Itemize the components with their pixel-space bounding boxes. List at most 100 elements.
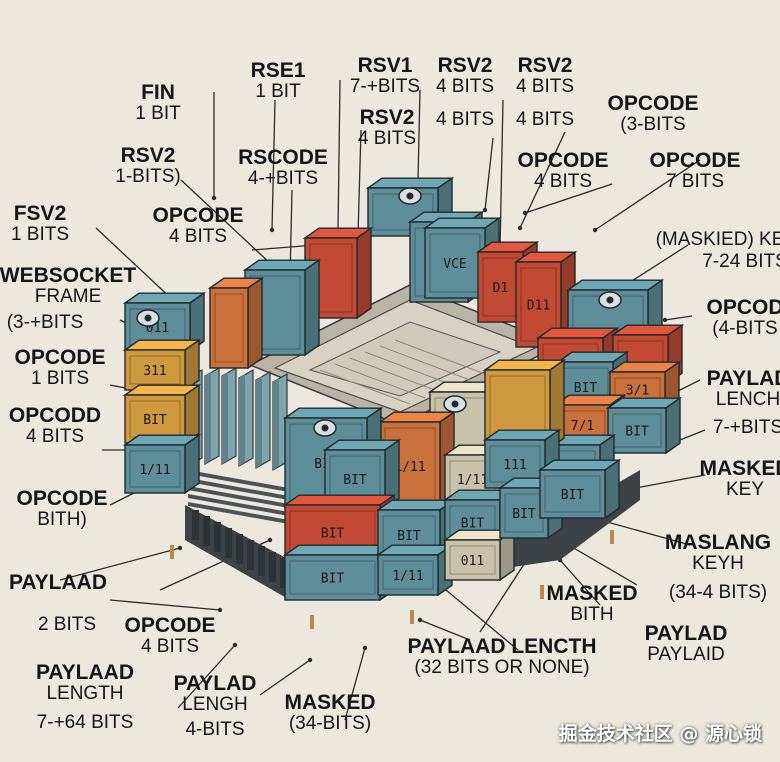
field-size: 4 BITS <box>436 77 494 97</box>
leader-line <box>260 660 310 695</box>
field-name: RSV1 <box>350 55 420 77</box>
block-label: 3/1 <box>626 384 649 399</box>
block-label: 1/11 <box>392 569 423 584</box>
base-pin <box>170 545 174 559</box>
base-tooth <box>258 546 265 576</box>
field-size: 1 BITS <box>14 369 105 389</box>
field-name: OPCODE <box>16 488 107 510</box>
field-label: OPCODE4 BITS <box>152 205 243 247</box>
base-tooth <box>192 510 199 540</box>
field-size: (3-+BITS <box>7 313 84 333</box>
block-label: BIT <box>574 381 598 396</box>
frame-block <box>210 278 262 368</box>
block-side <box>666 398 680 453</box>
block-label: BIT <box>561 488 585 503</box>
field-size: 4 BITS <box>516 77 574 97</box>
leader-dot <box>218 608 222 612</box>
block-front <box>210 288 248 368</box>
field-label: (MASKIED) KE <box>656 230 780 250</box>
field-label: FIN1 BIT <box>135 82 180 124</box>
field-size: KEYH <box>665 554 771 574</box>
field-size: 1 BIT <box>135 104 180 124</box>
field-name: FSV2 <box>11 203 69 225</box>
leader-dot <box>233 643 237 647</box>
block-label: 7/1 <box>571 419 594 434</box>
field-size: 7-+64 BITS <box>37 713 134 733</box>
block-knob-center <box>452 401 459 408</box>
block-label: D11 <box>527 299 550 314</box>
base-tooth <box>225 528 232 558</box>
block-label: 311 <box>143 364 166 379</box>
field-label: OPCODE4 BITS <box>517 150 608 192</box>
block-label: BIT <box>461 517 485 532</box>
field-size: (34-BITS) <box>284 714 375 734</box>
field-label: RSV24 BITS <box>516 55 574 97</box>
field-name: PAYLAAD <box>9 572 107 594</box>
field-label: RSV21-BITS) <box>115 145 180 187</box>
field-label: RSE11 BIT <box>251 60 306 102</box>
block-knob-center <box>607 297 614 304</box>
field-label: OPCODE1 BITS <box>14 347 105 389</box>
block-top <box>285 408 381 418</box>
field-label: (34-4 BITS) <box>669 583 767 603</box>
block-top <box>568 280 662 290</box>
fin-edge <box>222 372 228 464</box>
field-label: OPCODE(3-BITS <box>607 93 698 135</box>
field-label: PAYLADLENCH <box>707 368 780 410</box>
field-label: OPCOD(4-BITS <box>706 297 780 339</box>
frame-block: BIT <box>608 398 680 453</box>
leader-dot <box>308 658 312 662</box>
field-name: WEBSOCKET <box>0 265 136 287</box>
frame-block: 1/11 <box>378 545 452 595</box>
leader-line <box>338 80 340 232</box>
block-label: BIT <box>321 572 345 587</box>
field-label: 2 BITS <box>38 615 96 635</box>
field-name: RSE1 <box>251 60 306 82</box>
field-name: OPCODE <box>124 615 215 637</box>
leader-dot <box>268 538 272 542</box>
field-label: 7-+64 BITS <box>37 713 134 733</box>
block-side <box>305 260 319 355</box>
field-name: OPCODE <box>14 347 105 369</box>
leader-dot <box>212 196 216 200</box>
leader-line <box>110 600 220 610</box>
block-knob-center <box>145 315 152 322</box>
field-size: 1 BITS <box>11 225 69 245</box>
block-label: 111 <box>503 458 526 473</box>
field-name: RSV2 <box>436 55 494 77</box>
field-name: RSV2 <box>115 145 180 167</box>
block-label: BIT <box>625 425 649 440</box>
field-name: RSV2 <box>516 55 574 77</box>
block-label: 1/11 <box>139 463 170 478</box>
field-label: OPCODE4 BITS <box>124 615 215 657</box>
field-name: PAYLAD <box>707 368 780 390</box>
field-label: PAYLAAD <box>9 572 107 594</box>
leader-dot <box>178 546 182 550</box>
field-size: 4 BITS <box>517 172 608 192</box>
field-name: PAYLAAD LENCTH <box>407 636 596 658</box>
field-size: 1 BIT <box>251 82 306 102</box>
field-label: 7-24 BITS <box>702 252 780 272</box>
field-size: 4-BITS <box>185 720 244 740</box>
field-label: RSV24 BITS <box>358 107 416 149</box>
field-size: 7-+BITS <box>350 77 420 97</box>
leader-dot <box>523 211 527 215</box>
field-size: FRAME <box>0 287 136 307</box>
field-name: MASLANG <box>665 532 771 554</box>
field-size: 2 BITS <box>38 615 96 635</box>
base-tooth <box>247 540 254 570</box>
block-label: BIT <box>321 527 345 542</box>
block-label: 1/11 <box>457 473 488 488</box>
block-label: BIT <box>343 473 367 488</box>
block-side <box>605 460 619 518</box>
field-size: PAYLAID <box>645 645 728 665</box>
field-size: BITH) <box>16 510 107 530</box>
fin-edge <box>273 378 279 470</box>
field-name: MASKED <box>546 583 637 605</box>
